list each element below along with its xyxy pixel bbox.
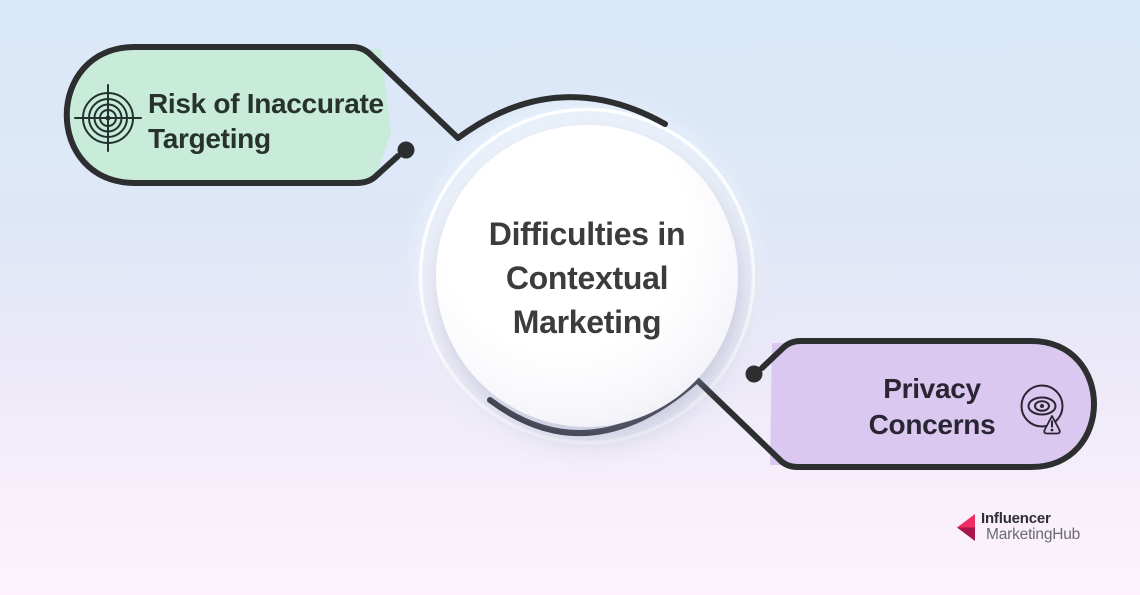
logo-text-bottom: MarketingHub <box>986 526 1081 543</box>
bubble-privacy-label-line1: Privacy <box>883 373 981 404</box>
surveillance-eye-icon <box>1020 384 1064 435</box>
connector-privacy-outline <box>487 338 1097 470</box>
hub-title-line2: Contextual <box>505 260 669 296</box>
bubble-risk-fill <box>66 49 391 183</box>
connector-risk-dot <box>397 141 415 159</box>
bubble-risk-label-line2: Targeting <box>148 123 271 154</box>
hub-title: Difficulties in Contextual Marketing <box>437 212 737 344</box>
bubble-risk-label: Risk of Inaccurate Targeting <box>148 86 408 156</box>
bubble-privacy-label: Privacy Concerns <box>797 371 1067 443</box>
logo-text-top: Influencer <box>981 510 1051 527</box>
hub-circle <box>436 125 738 427</box>
logo-arrow-icon <box>957 513 975 541</box>
influencer-marketinghub-logo: Influencer MarketingHub <box>956 510 1080 544</box>
hub-outer-ring <box>418 107 756 445</box>
hub-title-line1: Difficulties in <box>488 216 686 252</box>
target-icon <box>74 84 142 152</box>
connector-risk-outline <box>63 44 668 186</box>
bubble-risk-label-line1: Risk of Inaccurate <box>148 88 384 119</box>
logo-text: Influencer MarketingHub <box>981 510 1080 544</box>
bubble-privacy-fill <box>770 343 1094 465</box>
bubble-privacy-label-line2: Concerns <box>868 409 996 440</box>
hub-title-line3: Marketing <box>512 304 662 340</box>
warning-badge-icon <box>1043 415 1061 435</box>
connector-privacy-dot <box>745 365 763 383</box>
